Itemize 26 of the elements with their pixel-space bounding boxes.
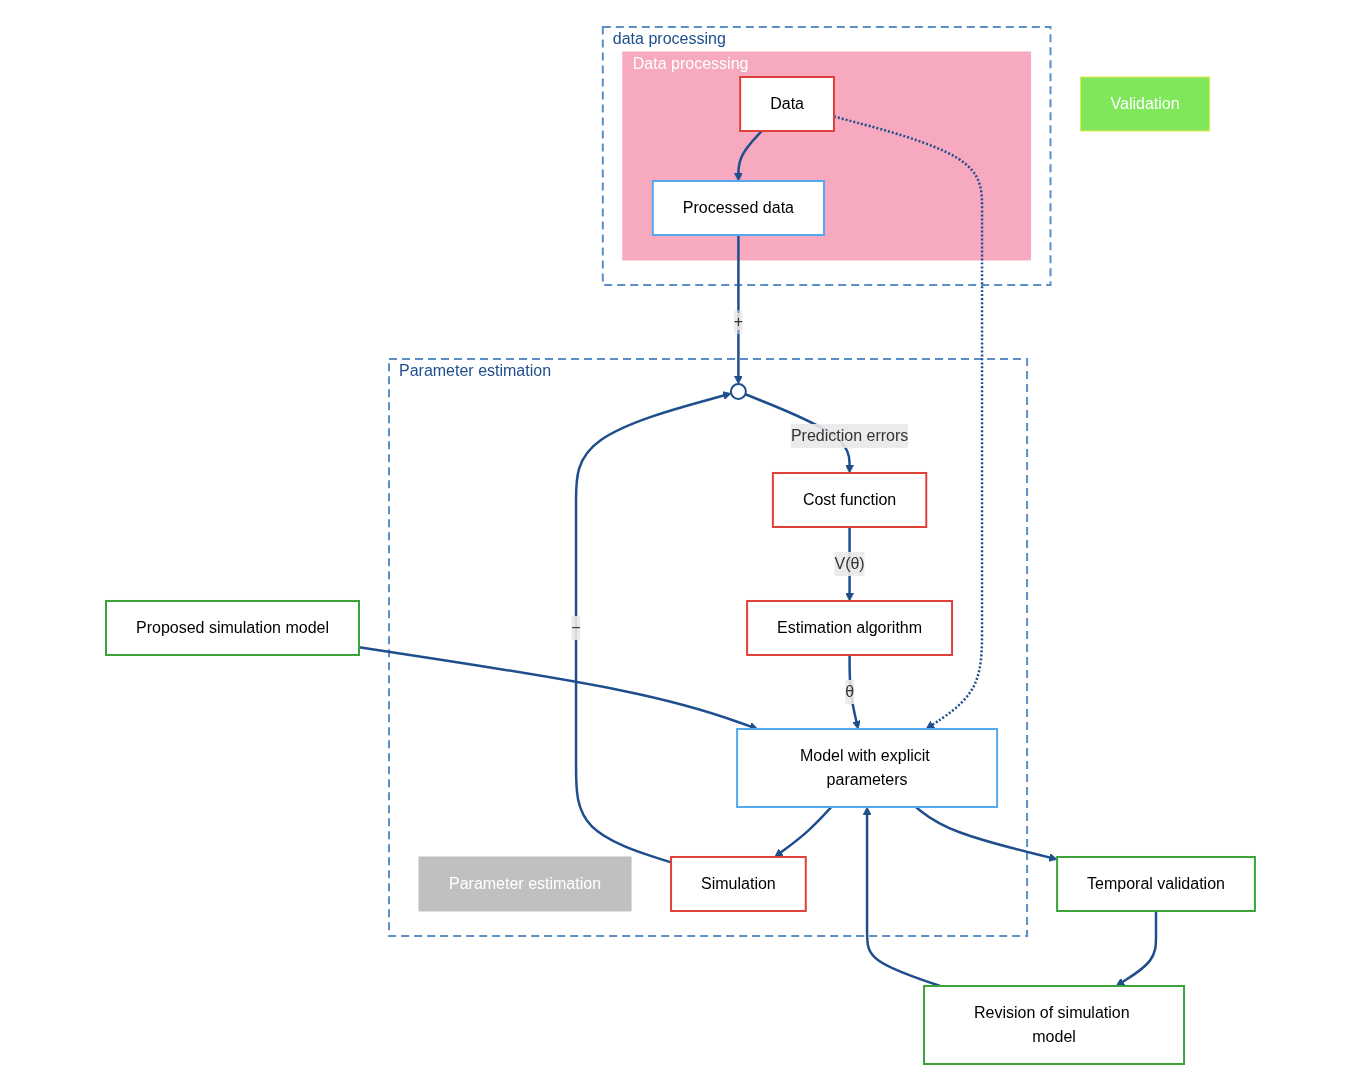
arrow [574, 390, 732, 864]
node-box: Data [738, 75, 835, 132]
node-box: Model with explicit parameters [735, 727, 998, 808]
arrow [773, 805, 832, 857]
edge-label: + [733, 312, 743, 330]
edge-label: θ [844, 682, 854, 700]
node-circle [729, 382, 747, 400]
node-box: Proposed simulation model [104, 599, 360, 656]
arrow [733, 129, 763, 181]
node-box: Temporal validation [1055, 855, 1256, 912]
edge-label: − [570, 618, 581, 636]
node-box: Cost function [771, 471, 927, 528]
node-box: Validation [1079, 76, 1210, 131]
node-box: Estimation algorithm [745, 599, 953, 656]
arrow [833, 114, 983, 729]
arrow [1115, 910, 1157, 986]
edge-label: Prediction errors [790, 426, 908, 444]
arrow [914, 805, 1057, 862]
arrow [862, 806, 941, 987]
arrow [358, 645, 758, 730]
node-box: Processed data [651, 179, 825, 236]
node-box: Simulation [669, 855, 807, 912]
node-box: Parameter estimation [418, 856, 632, 911]
node-box: Revision of simulation model [922, 984, 1185, 1065]
edge-label: V(θ) [834, 554, 865, 572]
arrow [847, 654, 861, 729]
